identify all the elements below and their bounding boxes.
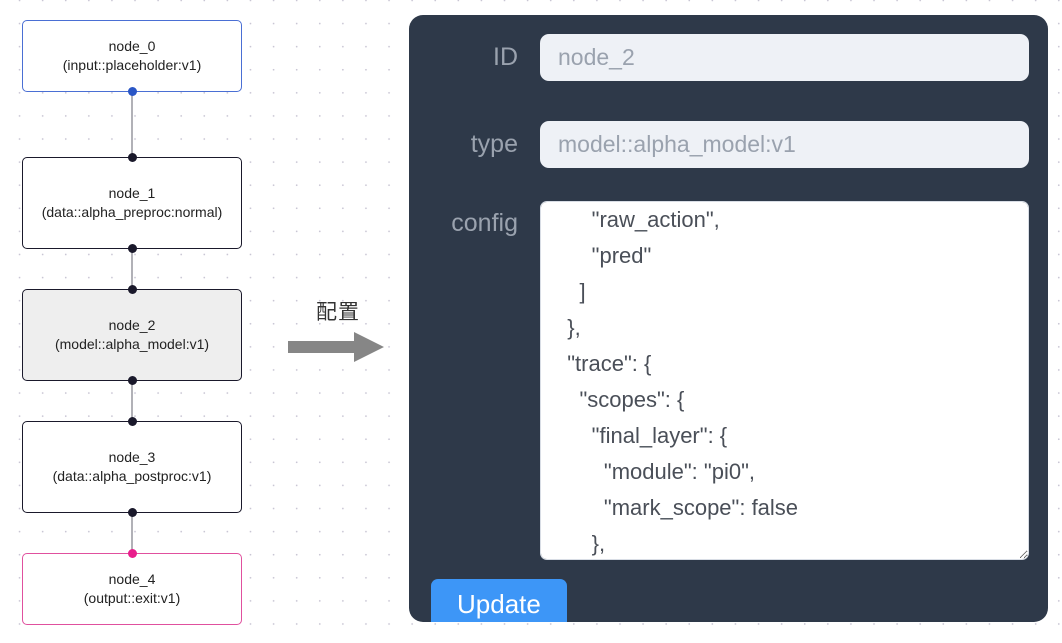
- edge-node2-node3: [131, 381, 133, 421]
- flow-node-label: node_2 (model::alpha_model:v1): [54, 317, 210, 352]
- id-field-label: ID: [493, 43, 518, 71]
- field-row-type: type: [409, 121, 1048, 168]
- config-field-label: config: [451, 209, 518, 237]
- node-handle-target[interactable]: [127, 153, 137, 162]
- flow-node-node_2[interactable]: node_2 (model::alpha_model:v1): [22, 285, 242, 385]
- flow-node-label: node_3 (data::alpha_postproc:v1): [52, 449, 212, 484]
- node-handle-target[interactable]: [127, 549, 137, 558]
- id-input[interactable]: [540, 34, 1029, 81]
- field-row-id: ID: [409, 34, 1048, 81]
- update-button[interactable]: Update: [431, 579, 567, 622]
- annotation-arrow-group: 配置: [288, 296, 386, 369]
- annotation-caption: 配置: [316, 301, 360, 324]
- edge-node1-node2: [131, 249, 133, 289]
- flow-node-node_0[interactable]: node_0 (input::placeholder:v1): [22, 20, 242, 96]
- flow-node-node_3[interactable]: node_3 (data::alpha_postproc:v1): [22, 417, 242, 517]
- flow-node-label: node_1 (data::alpha_preproc:normal): [41, 185, 223, 220]
- edge-node3-node4: [131, 513, 133, 553]
- node-handle-source[interactable]: [127, 244, 137, 253]
- node-config-panel: ID type config "raw_action", "pred" ] },…: [409, 15, 1048, 622]
- node-handle-source[interactable]: [127, 87, 137, 96]
- edge-node0-node1: [131, 92, 133, 157]
- flow-node-node_1[interactable]: node_1 (data::alpha_preproc:normal): [22, 153, 242, 253]
- node-handle-target[interactable]: [127, 285, 137, 294]
- flow-node-label: node_4 (output::exit:v1): [83, 571, 181, 606]
- node-handle-source[interactable]: [127, 508, 137, 517]
- flow-node-label: node_0 (input::placeholder:v1): [62, 38, 202, 73]
- config-textarea[interactable]: "raw_action", "pred" ] }, "trace": { "sc…: [540, 201, 1029, 560]
- right-arrow-icon: [288, 332, 384, 362]
- node-handle-source[interactable]: [127, 376, 137, 385]
- field-row-config: config "raw_action", "pred" ] }, "trace"…: [409, 201, 1048, 560]
- type-input[interactable]: [540, 121, 1029, 168]
- flow-node-node_4[interactable]: node_4 (output::exit:v1): [22, 549, 242, 625]
- type-field-label: type: [470, 130, 518, 158]
- node-handle-target[interactable]: [127, 417, 137, 426]
